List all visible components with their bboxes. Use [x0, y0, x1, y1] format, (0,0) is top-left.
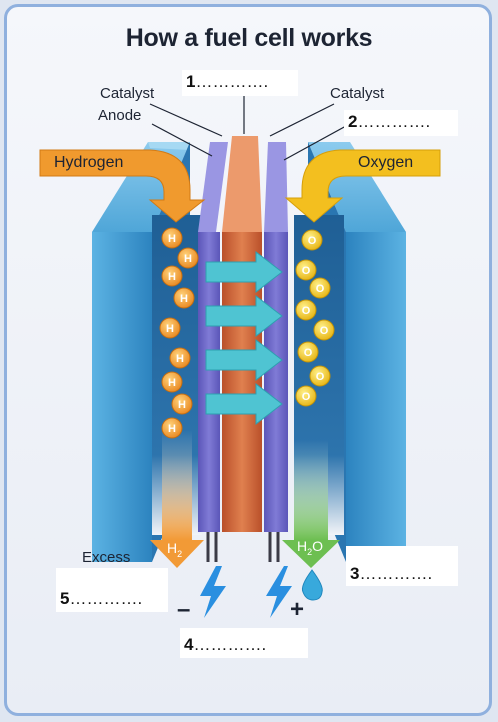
blank-dots: …………. — [357, 112, 431, 131]
water-output-arrow — [282, 440, 340, 568]
blank-dots: …………. — [195, 72, 269, 91]
leader-lines — [149, 90, 347, 161]
blank-number: 3 — [350, 564, 360, 583]
label-catalyst-right: Catalyst — [330, 85, 385, 102]
cathode-plate — [264, 142, 288, 532]
oxygen-symbol: O — [304, 347, 313, 359]
blank-2[interactable]: 2…………. — [344, 110, 458, 136]
oxygen-symbol: O — [302, 391, 311, 403]
label-excess: Excess — [82, 549, 131, 566]
blank-dots: …………. — [359, 564, 433, 583]
hydrogen-input-arrow — [39, 149, 206, 223]
label-oxygen: Oxygen — [358, 154, 414, 171]
electrode-terminals — [206, 532, 280, 562]
blank-1[interactable]: 1…………. — [182, 70, 298, 96]
hydrogen-symbol: H — [184, 253, 192, 265]
blank-dots: …………. — [193, 635, 267, 654]
oxygen-symbol: O — [320, 325, 329, 337]
hydrogen-symbol: H — [168, 423, 176, 435]
ion-flow-arrows — [205, 250, 283, 426]
hydrogen-symbol: H — [168, 271, 176, 283]
oxygen-symbol: O — [302, 305, 311, 317]
label-hydrogen: Hydrogen — [54, 154, 124, 171]
hydrogen-symbol: H — [178, 399, 186, 411]
oxygen-symbol: O — [316, 371, 325, 383]
oxygen-particles — [295, 229, 335, 407]
blank-number: 2 — [348, 112, 358, 131]
blank-number: 1 — [186, 72, 196, 91]
label-catalyst-left: Catalyst — [100, 85, 155, 102]
hydrogen-symbol: H — [180, 293, 188, 305]
positive-terminal-sign: + — [290, 596, 305, 623]
blank-3[interactable]: 3…………. — [346, 546, 458, 586]
oxygen-symbol: O — [308, 235, 317, 247]
hydrogen-symbol: H — [166, 323, 174, 335]
negative-terminal-sign: – — [177, 596, 191, 623]
blank-4[interactable]: 4…………. — [180, 628, 308, 658]
lightning-bolt-icon — [200, 566, 226, 618]
hydrogen-symbol: H — [176, 353, 184, 365]
oxygen-symbol: O — [302, 265, 311, 277]
blank-number: 4 — [184, 635, 194, 654]
blank-dots: …………. — [69, 589, 143, 608]
oxygen-symbol: O — [316, 283, 325, 295]
water-drop-icon — [301, 569, 323, 601]
hydrogen-symbol: H — [168, 233, 176, 245]
blank-number: 5 — [60, 589, 70, 608]
hydrogen-particles — [159, 227, 199, 439]
label-anode: Anode — [98, 107, 142, 124]
page-title: How a fuel cell works — [125, 24, 373, 52]
blank-5[interactable]: 5…………. — [56, 568, 168, 612]
label-h2o-output: H2O — [297, 538, 324, 557]
excess-hydrogen-output-arrow — [150, 430, 204, 568]
label-h2-output: H2 — [167, 540, 183, 559]
lightning-bolt-icon — [266, 566, 292, 618]
oxygen-input-arrow — [284, 149, 441, 223]
hydrogen-symbol: H — [168, 377, 176, 389]
